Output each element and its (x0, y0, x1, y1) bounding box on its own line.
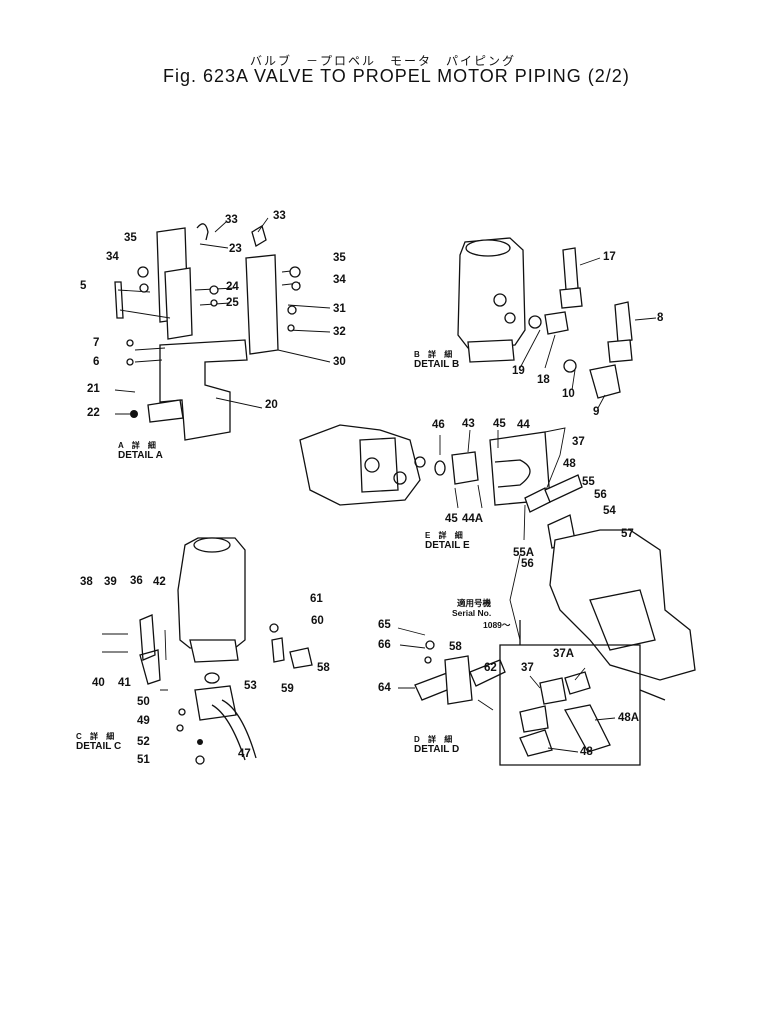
callout-e-45b: 45 (445, 513, 458, 525)
callout-b-18: 18 (537, 374, 550, 386)
figure-title: Fig. 623A VALVE TO PROPEL MOTOR PIPING (… (163, 66, 630, 86)
callout-d-58: 58 (449, 641, 462, 653)
detail-b-jp: B 詳 細 (414, 350, 456, 359)
callout-c-39: 39 (104, 576, 117, 588)
serial-jp: 適用号機 (457, 598, 492, 608)
callout-e-56b: 56 (521, 558, 534, 570)
callout-a-22: 22 (87, 407, 100, 419)
callout-a-32: 32 (333, 326, 346, 338)
callout-c-36: 36 (130, 575, 143, 587)
callout-c-61: 61 (310, 593, 323, 605)
callout-e-45: 45 (493, 418, 506, 430)
callout-b-19: 19 (512, 365, 525, 377)
callout-a-33b: 33 (273, 210, 286, 222)
callout-e-54: 54 (603, 505, 616, 517)
detail-a-jp: A 詳 細 (118, 441, 159, 450)
callout-e-37: 37 (572, 436, 585, 448)
callout-e-46: 46 (432, 419, 445, 431)
callout-c-47: 47 (238, 748, 251, 760)
callout-e-57: 57 (621, 528, 634, 540)
callout-d-62: 62 (484, 662, 497, 674)
callout-e-44a: 44A (462, 513, 484, 525)
callout-a-31: 31 (333, 303, 346, 315)
callout-b-17: 17 (603, 251, 616, 263)
callout-e-44: 44 (517, 419, 530, 431)
callout-c-49: 49 (137, 715, 150, 727)
detail-b-label: B 詳 細 DETAIL B (414, 350, 459, 370)
callout-d-65: 65 (378, 619, 391, 631)
detail-d-label: D 詳 細 DETAIL D (414, 735, 459, 755)
callout-c-53: 53 (244, 680, 257, 692)
callout-c-58: 58 (317, 662, 330, 674)
callout-a-30: 30 (333, 356, 346, 368)
callout-a-24: 24 (226, 281, 239, 293)
callout-d-48a: 48A (618, 712, 640, 724)
callout-d-37a: 37A (553, 648, 575, 660)
detail-a-label: A 詳 細 DETAIL A (118, 441, 163, 461)
detail-e-text: DETAIL E (425, 540, 470, 551)
callout-c-42: 42 (153, 576, 166, 588)
callout-c-60: 60 (311, 615, 324, 627)
callout-e-55a: 55A (513, 547, 535, 559)
callout-b-9: 9 (593, 406, 600, 418)
detail-d-drawing (397, 620, 666, 766)
detail-c-label: C 詳 細 DETAIL C (76, 732, 121, 752)
detail-b-drawing (457, 237, 657, 409)
callout-a-34: 34 (106, 251, 119, 263)
callout-e-55: 55 (582, 476, 595, 488)
callout-c-40: 40 (92, 677, 105, 689)
detail-e-jp: E 詳 細 (425, 531, 466, 540)
serial-range: 1089～ (483, 620, 511, 630)
callout-e-48: 48 (563, 458, 576, 470)
callout-d-66: 66 (378, 639, 391, 651)
detail-c-drawing (102, 537, 313, 765)
callout-c-50: 50 (137, 696, 150, 708)
callout-a-7: 7 (93, 337, 100, 349)
detail-e-drawing (299, 424, 696, 681)
callout-c-51: 51 (137, 754, 150, 766)
callout-b-10: 10 (562, 388, 575, 400)
callout-c-41: 41 (118, 677, 131, 689)
detail-b-text: DETAIL B (414, 359, 460, 370)
callout-a-35b: 35 (333, 252, 346, 264)
detail-c-text: DETAIL C (76, 741, 122, 752)
callout-d-37: 37 (521, 662, 534, 674)
callout-a-33: 33 (225, 214, 238, 226)
callout-d-48: 48 (580, 746, 593, 758)
callout-b-8: 8 (657, 312, 664, 324)
detail-d-jp: D 詳 細 (414, 735, 456, 744)
callout-a-5: 5 (80, 280, 87, 292)
callout-a-35: 35 (124, 232, 137, 244)
title-japanese: バルブ －プロペル モータ パイピング (250, 54, 517, 68)
callout-e-43: 43 (462, 418, 475, 430)
callout-a-6: 6 (93, 356, 100, 368)
callout-c-59: 59 (281, 683, 294, 695)
serial-label: Serial No. (452, 608, 492, 618)
callout-a-34b: 34 (333, 274, 346, 286)
callout-a-25: 25 (226, 297, 239, 309)
detail-a-drawing (114, 217, 331, 441)
callout-e-56: 56 (594, 489, 607, 501)
callout-a-21: 21 (87, 383, 100, 395)
callout-d-64: 64 (378, 682, 391, 694)
detail-c-jp: C 詳 細 (76, 732, 118, 741)
callout-c-38: 38 (80, 576, 93, 588)
callout-a-20: 20 (265, 399, 278, 411)
callout-a-23: 23 (229, 243, 242, 255)
detail-e-label: E 詳 細 DETAIL E (425, 531, 470, 551)
detail-a-text: DETAIL A (118, 450, 163, 461)
detail-d-text: DETAIL D (414, 744, 460, 755)
callout-c-52: 52 (137, 736, 150, 748)
